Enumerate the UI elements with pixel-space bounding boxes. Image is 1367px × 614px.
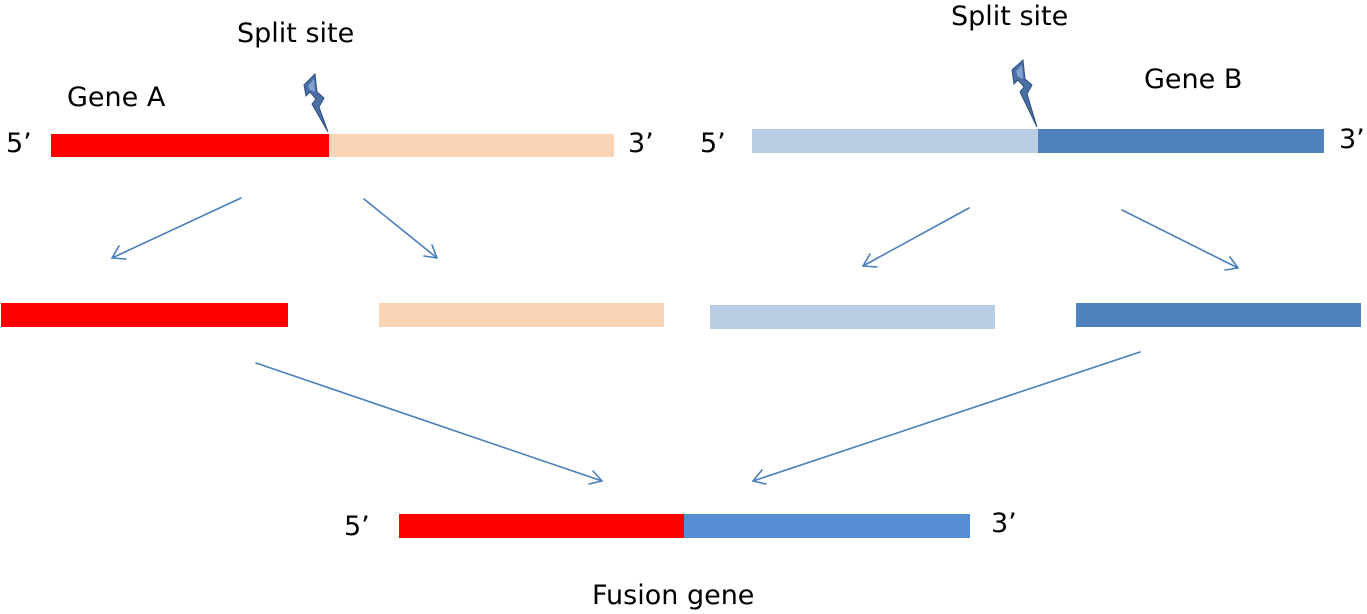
arrow-gene-b-right xyxy=(1121,209,1239,271)
fusion-3prime-label: 3’ xyxy=(991,508,1017,539)
gene-b-5prime-label: 5’ xyxy=(700,128,726,159)
arrow-gene-b-left xyxy=(862,207,970,268)
fragment-gene-b-3prime xyxy=(1076,303,1361,327)
gene-a-5prime-label: 5’ xyxy=(6,128,32,159)
gene-b-label: Gene B xyxy=(1144,64,1243,95)
fusion-gene-label: Fusion gene xyxy=(592,580,755,611)
arrow-gene-a-left xyxy=(111,197,242,260)
gene-a-3prime-label: 3’ xyxy=(628,128,654,159)
gene-b-3prime-segment xyxy=(1038,129,1324,153)
fusion-gene-b-part xyxy=(684,514,970,538)
arrow-to-fusion-from-a xyxy=(255,362,603,485)
fusion-gene-a-part xyxy=(399,514,684,538)
lightning-bolt-icon xyxy=(1011,58,1038,128)
split-site-label-b: Split site xyxy=(951,1,1069,32)
gene-a-label: Gene A xyxy=(67,82,166,113)
arrow-to-fusion-from-b xyxy=(752,351,1141,485)
gene-b-5prime-segment xyxy=(752,129,1038,153)
gene-b-3prime-label: 3’ xyxy=(1339,124,1365,155)
lightning-bolt-icon xyxy=(303,72,329,133)
gene-a-3prime-segment xyxy=(329,134,614,157)
fragment-gene-a-5prime xyxy=(1,303,288,327)
fragment-gene-b-5prime xyxy=(710,305,995,329)
arrow-gene-a-right xyxy=(363,198,438,259)
fragment-gene-a-3prime xyxy=(379,303,664,327)
gene-a-5prime-segment xyxy=(51,134,329,157)
fusion-5prime-label: 5’ xyxy=(344,511,370,542)
split-site-label-a: Split site xyxy=(237,18,355,49)
